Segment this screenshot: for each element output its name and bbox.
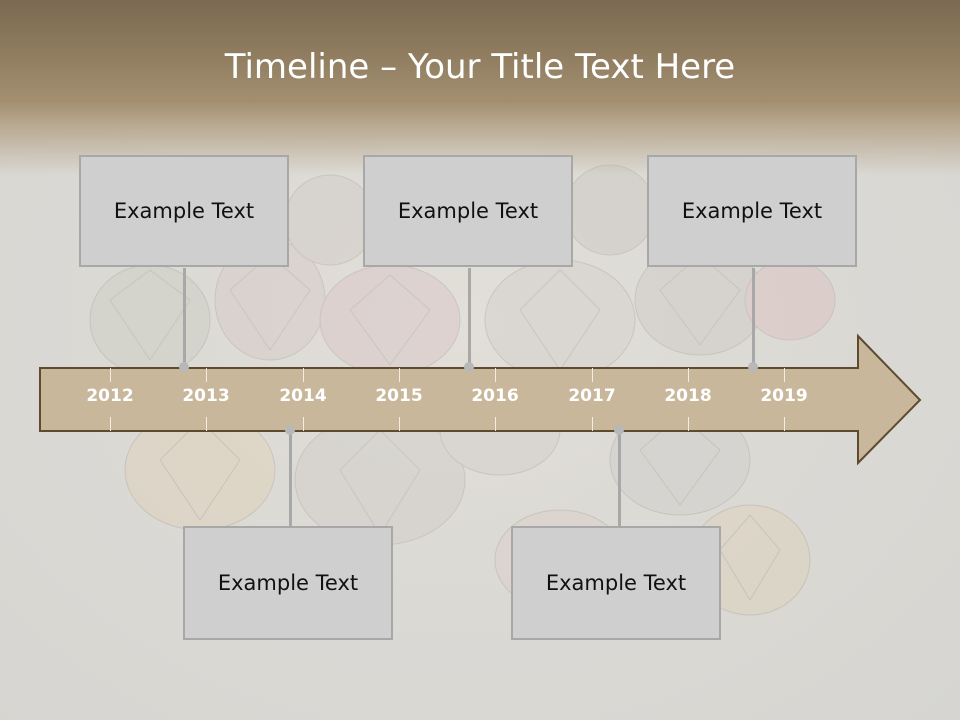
year-tick-top [110, 368, 111, 382]
year-label: 2018 [664, 386, 712, 406]
year-tick-bottom [399, 417, 400, 431]
connector-bottom-1 [289, 430, 292, 528]
year-label: 2016 [471, 386, 519, 406]
connector-top-2 [468, 268, 471, 366]
event-box-top-1[interactable]: Example Text [79, 155, 289, 267]
connector-top-3 [752, 268, 755, 366]
year-tick-bottom [495, 417, 496, 431]
year-tick-top [399, 368, 400, 382]
year-tick-top [495, 368, 496, 382]
year-tick-top [784, 368, 785, 382]
header-band [0, 0, 960, 175]
year-label: 2014 [279, 386, 327, 406]
year-label: 2013 [182, 386, 230, 406]
year-label: 2012 [86, 386, 134, 406]
connector-dot-bottom-1 [285, 425, 295, 435]
connector-bottom-2 [618, 430, 621, 528]
year-tick-bottom [206, 417, 207, 431]
year-tick-bottom [592, 417, 593, 431]
connector-dot-bottom-2 [614, 425, 624, 435]
year-tick-bottom [784, 417, 785, 431]
event-box-top-3[interactable]: Example Text [647, 155, 857, 267]
connector-top-1 [183, 268, 186, 366]
year-tick-top [303, 368, 304, 382]
event-box-top-2[interactable]: Example Text [363, 155, 573, 267]
connector-dot-top-3 [748, 362, 758, 372]
slide-title: Timeline – Your Title Text Here [224, 47, 736, 87]
year-tick-bottom [110, 417, 111, 431]
connector-dot-top-2 [464, 362, 474, 372]
year-label: 2015 [375, 386, 423, 406]
year-tick-top [206, 368, 207, 382]
event-box-bottom-1[interactable]: Example Text [183, 526, 393, 640]
year-label: 2019 [760, 386, 808, 406]
year-tick-bottom [688, 417, 689, 431]
year-tick-top [592, 368, 593, 382]
event-box-bottom-2[interactable]: Example Text [511, 526, 721, 640]
year-tick-bottom [303, 417, 304, 431]
connector-dot-top-1 [179, 362, 189, 372]
year-label: 2017 [568, 386, 616, 406]
year-tick-top [688, 368, 689, 382]
